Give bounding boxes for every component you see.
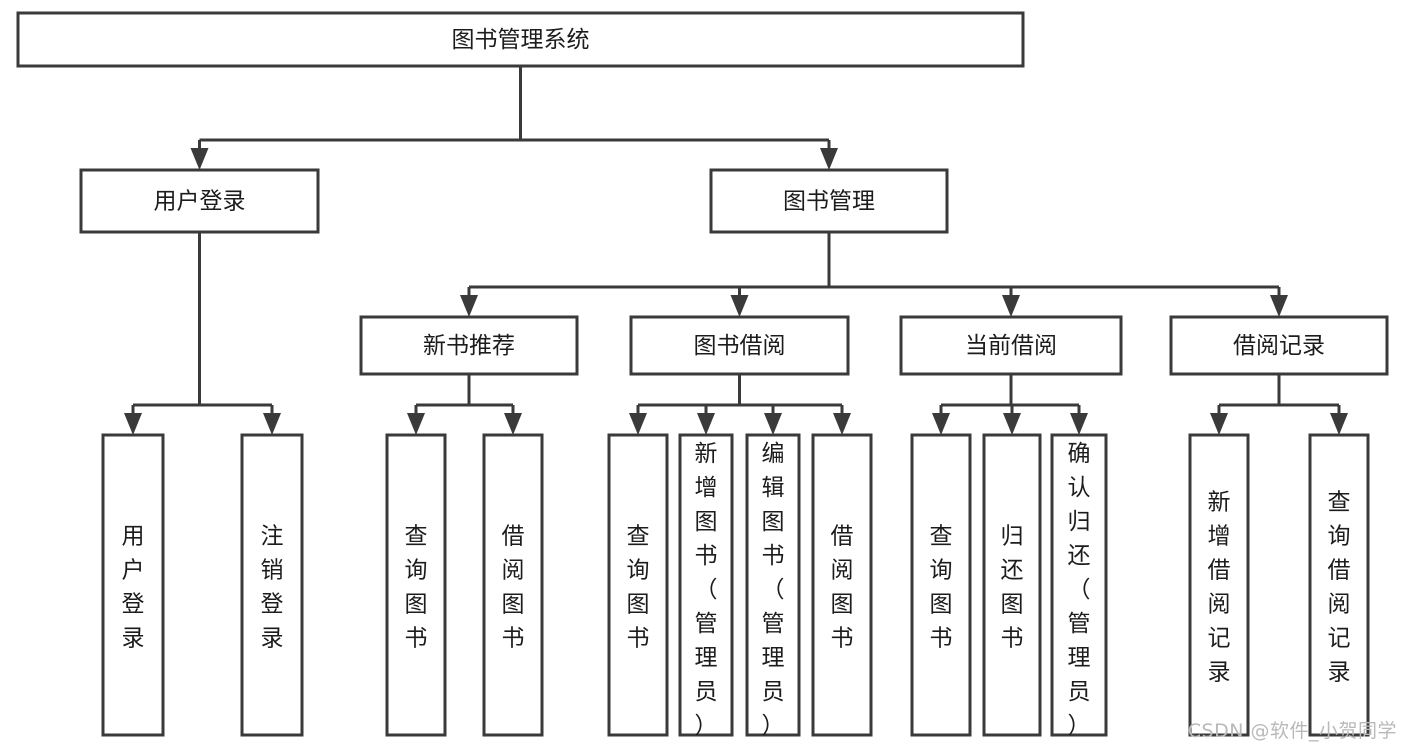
arrow-head bbox=[629, 413, 647, 435]
node-label-leaf-query-record: 查询借阅记录 bbox=[1328, 490, 1351, 686]
connector-current-to-leaves bbox=[932, 374, 1088, 435]
node-leaf-return-book[interactable]: 归还图书 bbox=[982, 433, 1042, 737]
node-leaf-edit-book[interactable]: 编辑图书（管理员） bbox=[745, 433, 801, 739]
node-box-book-management bbox=[709, 168, 949, 234]
csdn-watermark: CSDN @软件_小贺同学 bbox=[1187, 720, 1397, 742]
node-box-leaf-query-book-3 bbox=[910, 433, 972, 737]
node-box-leaf-query-record bbox=[1308, 433, 1370, 737]
node-user-login[interactable]: 用户登录 bbox=[79, 168, 320, 234]
arrow-head bbox=[1003, 413, 1021, 435]
node-label-leaf-user-login: 用户登录 bbox=[122, 524, 145, 652]
nodes-layer: 图书管理系统用户登录图书管理新书推荐图书借阅当前借阅借阅记录用户登录注销登录查询… bbox=[16, 11, 1389, 739]
connector-recommend-to-leaves bbox=[407, 374, 522, 435]
node-label-leaf-return-book: 归还图书 bbox=[1001, 524, 1024, 652]
node-label-user-login: 用户登录 bbox=[154, 189, 246, 215]
node-label-leaf-add-book: 新增图书（管理员） bbox=[695, 441, 718, 739]
node-label-book-management: 图书管理 bbox=[783, 189, 875, 215]
node-label-book-borrow: 图书借阅 bbox=[694, 333, 786, 359]
node-borrow-record[interactable]: 借阅记录 bbox=[1169, 315, 1389, 376]
node-label-root: 图书管理系统 bbox=[452, 27, 590, 53]
node-label-leaf-edit-book: 编辑图书（管理员） bbox=[762, 441, 785, 739]
arrow-head bbox=[124, 413, 142, 435]
arrow-head bbox=[263, 413, 281, 435]
arrow-head bbox=[764, 413, 782, 435]
node-box-borrow-record bbox=[1169, 315, 1389, 376]
node-box-root bbox=[16, 11, 1025, 68]
node-label-leaf-add-record: 新增借阅记录 bbox=[1208, 490, 1231, 686]
arrow-head bbox=[190, 148, 209, 170]
arrow-head bbox=[460, 295, 478, 317]
node-leaf-user-login[interactable]: 用户登录 bbox=[101, 433, 165, 737]
arrow-head bbox=[1270, 295, 1288, 317]
connector-root-to-level2 bbox=[190, 66, 838, 170]
node-leaf-logout[interactable]: 注销登录 bbox=[240, 433, 304, 737]
node-label-new-book-recommend: 新书推荐 bbox=[423, 333, 515, 359]
node-current-borrow[interactable]: 当前借阅 bbox=[899, 315, 1123, 376]
arrow-head bbox=[833, 413, 851, 435]
arrow-head bbox=[697, 413, 715, 435]
node-box-leaf-borrow-book-2 bbox=[811, 433, 873, 737]
node-box-leaf-borrow-book-1 bbox=[482, 433, 544, 737]
node-label-leaf-query-book-2: 查询图书 bbox=[627, 524, 650, 652]
arrow-head bbox=[407, 413, 425, 435]
arrow-head bbox=[504, 413, 522, 435]
node-leaf-query-book-1[interactable]: 查询图书 bbox=[385, 433, 447, 737]
node-box-leaf-edit-book bbox=[745, 433, 801, 737]
node-leaf-borrow-book-1[interactable]: 借阅图书 bbox=[482, 433, 544, 737]
node-leaf-query-record[interactable]: 查询借阅记录 bbox=[1308, 433, 1370, 737]
arrow-head bbox=[1002, 295, 1020, 317]
connector-bookmgmt-to-level3 bbox=[460, 232, 1288, 317]
node-box-leaf-confirm-return bbox=[1050, 433, 1108, 737]
connector-userlogin-to-leaves bbox=[124, 232, 281, 435]
node-box-leaf-logout bbox=[240, 433, 304, 737]
node-box-leaf-add-record bbox=[1188, 433, 1250, 737]
arrow-head bbox=[1330, 413, 1348, 435]
arrow-head bbox=[1210, 413, 1228, 435]
node-book-borrow[interactable]: 图书借阅 bbox=[629, 315, 850, 376]
node-leaf-add-record[interactable]: 新增借阅记录 bbox=[1188, 433, 1250, 737]
node-label-leaf-query-book-3: 查询图书 bbox=[930, 524, 953, 652]
node-box-new-book-recommend bbox=[359, 315, 579, 376]
node-leaf-confirm-return[interactable]: 确认归还（管理员） bbox=[1050, 433, 1108, 739]
arrow-head bbox=[820, 148, 838, 170]
node-leaf-borrow-book-2[interactable]: 借阅图书 bbox=[811, 433, 873, 737]
node-box-current-borrow bbox=[899, 315, 1123, 376]
node-root[interactable]: 图书管理系统 bbox=[16, 11, 1025, 68]
node-box-leaf-add-book bbox=[678, 433, 734, 737]
node-box-book-borrow bbox=[629, 315, 850, 376]
connectors-layer bbox=[124, 66, 1348, 435]
node-label-leaf-borrow-book-2: 借阅图书 bbox=[831, 524, 854, 652]
node-label-borrow-record: 借阅记录 bbox=[1233, 333, 1325, 359]
node-box-leaf-user-login bbox=[101, 433, 165, 737]
node-label-leaf-borrow-book-1: 借阅图书 bbox=[502, 524, 525, 652]
node-box-leaf-query-book-2 bbox=[607, 433, 669, 737]
node-new-book-recommend[interactable]: 新书推荐 bbox=[359, 315, 579, 376]
node-box-leaf-query-book-1 bbox=[385, 433, 447, 737]
connector-record-to-leaves bbox=[1210, 374, 1348, 435]
node-label-leaf-confirm-return: 确认归还（管理员） bbox=[1068, 441, 1091, 739]
arrow-head bbox=[932, 413, 950, 435]
node-leaf-query-book-3[interactable]: 查询图书 bbox=[910, 433, 972, 737]
node-box-leaf-return-book bbox=[982, 433, 1042, 737]
node-leaf-add-book[interactable]: 新增图书（管理员） bbox=[678, 433, 734, 739]
connector-borrow-to-leaves bbox=[629, 374, 851, 435]
node-label-leaf-logout: 注销登录 bbox=[261, 524, 284, 652]
node-leaf-query-book-2[interactable]: 查询图书 bbox=[607, 433, 669, 737]
arrow-head bbox=[730, 295, 749, 317]
arrow-head bbox=[1070, 413, 1088, 435]
node-box-user-login bbox=[79, 168, 320, 234]
node-label-current-borrow: 当前借阅 bbox=[965, 333, 1057, 359]
node-book-management[interactable]: 图书管理 bbox=[709, 168, 949, 234]
node-label-leaf-query-book-1: 查询图书 bbox=[405, 524, 428, 652]
